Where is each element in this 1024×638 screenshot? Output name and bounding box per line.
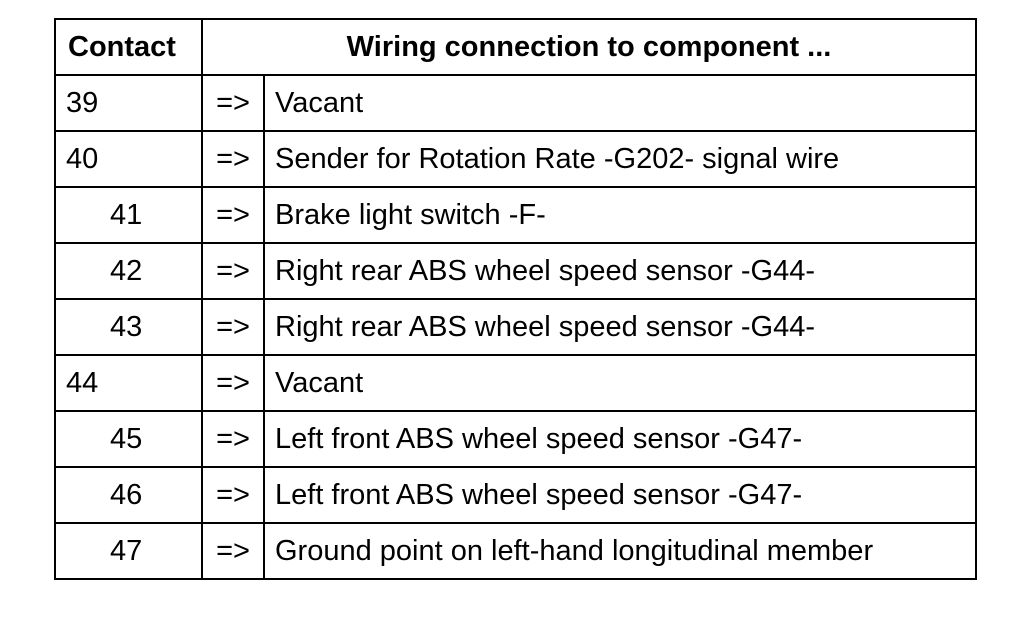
- table-row: 45=>Left front ABS wheel speed sensor -G…: [54, 410, 978, 468]
- component-description: Vacant: [262, 354, 978, 412]
- arrow-symbol: =>: [201, 522, 265, 580]
- table-row: 44=>Vacant: [54, 354, 978, 412]
- contact-number: 40: [54, 130, 203, 188]
- table-row: 39=>Vacant: [54, 74, 978, 132]
- component-description: Ground point on left-hand longitudinal m…: [262, 522, 978, 580]
- arrow-symbol: =>: [201, 242, 265, 300]
- wiring-connection-column-header: Wiring connection to component ...: [200, 18, 978, 76]
- arrow-symbol: =>: [201, 74, 265, 132]
- component-description: Vacant: [262, 74, 978, 132]
- component-description: Left front ABS wheel speed sensor -G47-: [262, 410, 978, 468]
- component-description: Brake light switch -F-: [262, 186, 978, 244]
- component-description: Right rear ABS wheel speed sensor -G44-: [262, 298, 978, 356]
- table-header-row: Contact Wiring connection to component .…: [54, 18, 978, 76]
- component-description: Left front ABS wheel speed sensor -G47-: [262, 466, 978, 524]
- table-row: 42=>Right rear ABS wheel speed sensor -G…: [54, 242, 978, 300]
- table-row: 40=>Sender for Rotation Rate -G202- sign…: [54, 130, 978, 188]
- contact-number: 46: [54, 466, 203, 524]
- table-row: 47=>Ground point on left-hand longitudin…: [54, 522, 978, 580]
- component-description: Right rear ABS wheel speed sensor -G44-: [262, 242, 978, 300]
- contact-number: 39: [54, 74, 203, 132]
- component-description: Sender for Rotation Rate -G202- signal w…: [262, 130, 978, 188]
- contact-column-header: Contact: [54, 18, 203, 76]
- arrow-symbol: =>: [201, 298, 265, 356]
- contact-number: 43: [54, 298, 203, 356]
- arrow-symbol: =>: [201, 186, 265, 244]
- arrow-symbol: =>: [201, 354, 265, 412]
- arrow-symbol: =>: [201, 410, 265, 468]
- contact-number: 41: [54, 186, 203, 244]
- contact-number: 47: [54, 522, 203, 580]
- table-row: 41=>Brake light switch -F-: [54, 186, 978, 244]
- arrow-symbol: =>: [201, 466, 265, 524]
- arrow-symbol: =>: [201, 130, 265, 188]
- table-row: 46=>Left front ABS wheel speed sensor -G…: [54, 466, 978, 524]
- contact-number: 44: [54, 354, 203, 412]
- table-row: 43=>Right rear ABS wheel speed sensor -G…: [54, 298, 978, 356]
- contact-number: 42: [54, 242, 203, 300]
- wiring-connection-table: Contact Wiring connection to component .…: [54, 18, 978, 580]
- contact-number: 45: [54, 410, 203, 468]
